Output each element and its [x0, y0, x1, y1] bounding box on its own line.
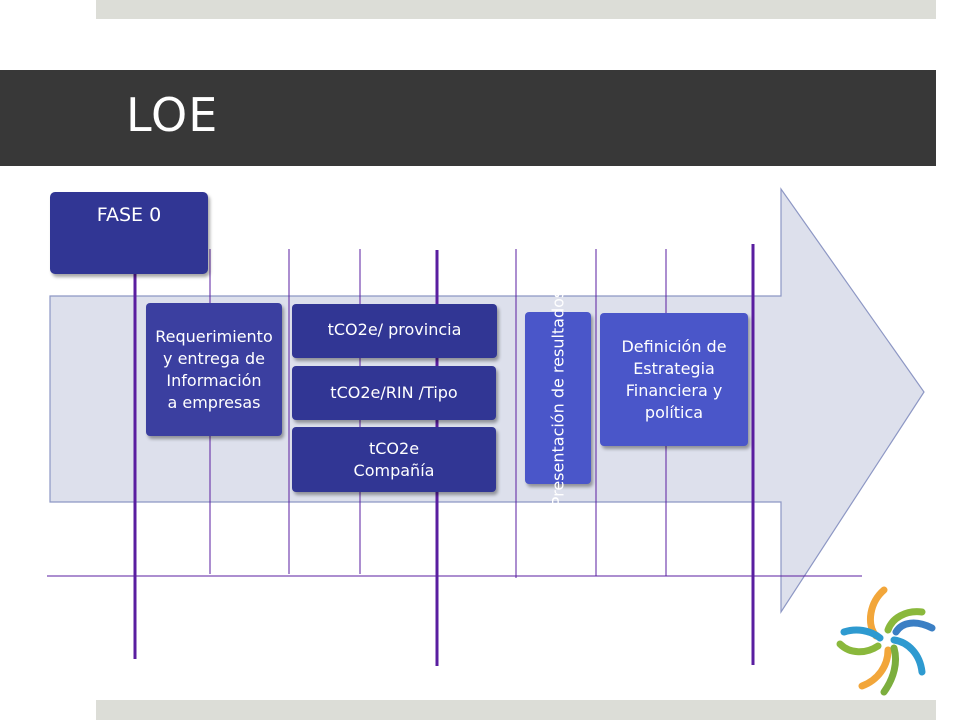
pinwheel-logo-icon	[836, 586, 936, 696]
compania-box: tCO2e Compañía	[292, 427, 496, 492]
top-decorative-strip	[96, 0, 936, 19]
definicion-box: Definición de Estrategia Financiera y po…	[600, 313, 748, 446]
compania-text: tCO2e Compañía	[353, 438, 435, 480]
requerimiento-box: Requerimiento y entrega de Información a…	[146, 303, 282, 436]
title-bar	[0, 70, 936, 166]
rin-tipo-box: tCO2e/RIN /Tipo	[292, 366, 496, 420]
presentacion-text: Presentación de resultados	[548, 289, 567, 507]
phase-label: FASE 0	[96, 204, 162, 226]
requerimiento-text: Requerimiento y entrega de Información a…	[155, 326, 273, 412]
slide-title: LOE	[126, 88, 219, 142]
rin-tipo-text: tCO2e/RIN /Tipo	[330, 383, 458, 402]
phase-label-box: FASE 0	[50, 192, 208, 274]
presentacion-box: Presentación de resultados	[525, 290, 591, 506]
provincia-box: tCO2e/ provincia	[292, 304, 497, 358]
bottom-decorative-strip	[96, 700, 936, 720]
provincia-text: tCO2e/ provincia	[327, 320, 462, 339]
definicion-text: Definición de Estrategia Financiera y po…	[621, 336, 727, 422]
